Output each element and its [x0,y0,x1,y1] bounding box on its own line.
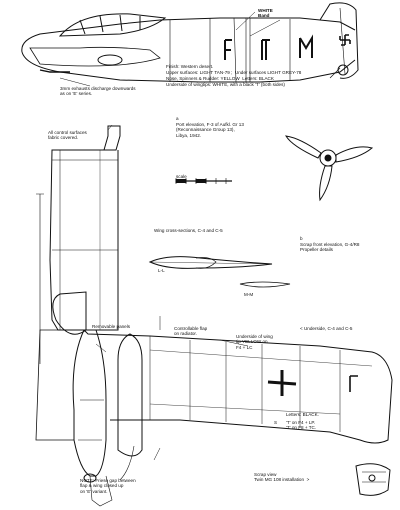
marker-s: S [274,420,278,425]
propeller-front-view [285,135,374,202]
section-l-label: L-L [158,268,165,273]
controllable-flap-label: Controllable flap on radiator. [174,326,208,337]
letters-black-label: Letters: BLACK. [286,412,319,417]
marker-a: a [176,116,179,121]
finish-label: Finish: Western desert. [166,64,214,69]
section-m-label: M-M [244,292,254,297]
upper-surfaces-label: Upper surfaces: LIGHT TAN-79 ; Under sur… [166,70,302,75]
removable-panels-label: Removable panels [92,324,131,329]
scale-bar [175,178,232,184]
underside-wingtips-label: Underside of wingtips: WHITE, with a bla… [166,82,285,87]
wing-cross-sections [148,256,291,288]
plan-view-underside [35,124,393,507]
underside-caption: < Underside, C-4 and C-5 [300,326,353,331]
scrap-view-caption: Scrap view Twin MG 108 installation > [254,472,310,483]
exhaust-note: 3mm exhausts discharge downwards as on '… [60,86,136,97]
white-band-label: WHITE Band [258,8,273,19]
control-surfaces-note: All control surfaces fabric covered. [48,130,87,141]
propeller-caption: Scrap front elevation, G-4/R8 Propeller … [300,242,360,253]
marker-b: b [300,236,303,241]
wing-cross-sections-caption: Wing cross-sections, C-4 and C-5 [154,228,223,233]
port-elevation-fuselage [21,2,359,87]
underside-wingtip-label: Underside of wing tip YELLOW on F4 + LC [236,334,273,350]
friese-gap-note: NOTE: Friese gap between flap & wing clo… [80,478,136,494]
scale-label: scale [176,174,187,179]
nose-spinners-label: Nose, Spinners & Rudder: YELLOW Letters:… [166,76,274,81]
t-markings-label: 'T' on F4 + LP. 'T' on F8 + TC. [286,420,317,431]
scrap-view-guns [355,463,391,496]
port-elevation-caption: Port elevation, F-3 of Aufkl. Gr 13 (Rec… [176,122,244,138]
